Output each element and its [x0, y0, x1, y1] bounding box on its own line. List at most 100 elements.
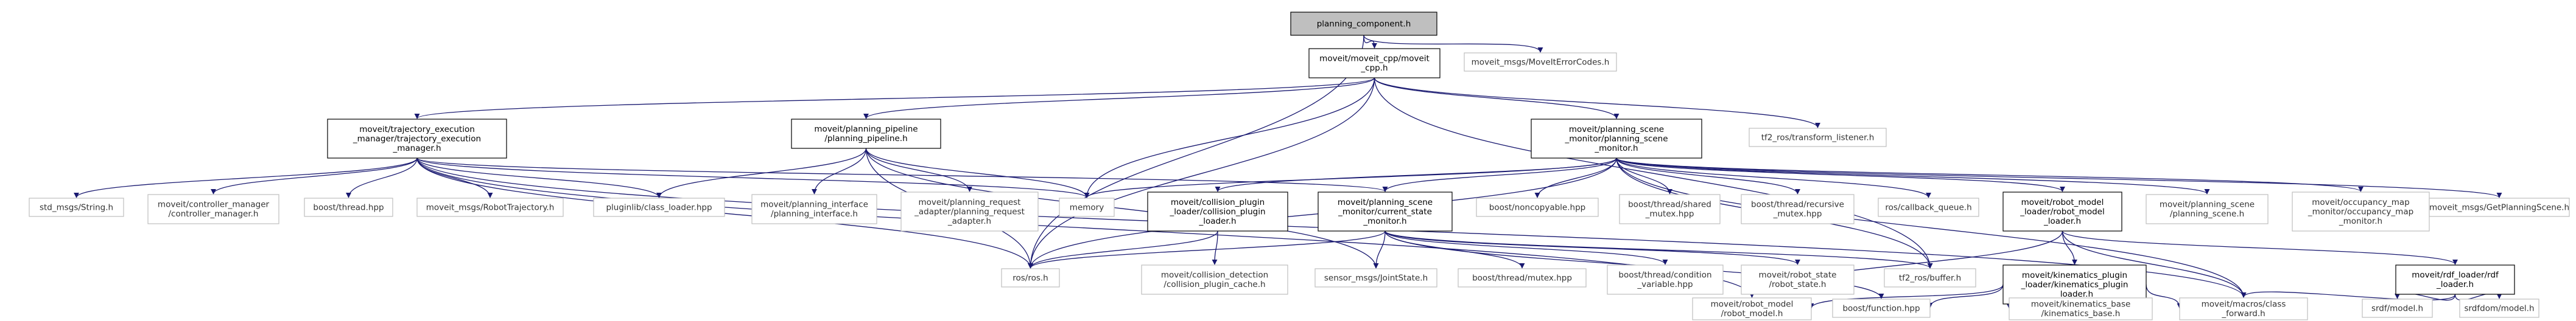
node-label: moveit/planning_request	[919, 198, 1021, 207]
node-label: /collision_plugin_cache.h	[1163, 280, 1265, 289]
node-box	[1314, 268, 1437, 288]
edge-moveit-cpp-to-tem	[414, 77, 1375, 119]
node-label: /robot_state.h	[1769, 280, 1827, 289]
node-box	[1531, 119, 1702, 159]
node-box	[751, 194, 877, 224]
node-label: /robot_model.h	[1721, 309, 1783, 319]
node-rml[interactable]: moveit/robot_model_loader/robot_model_lo…	[2002, 192, 2122, 232]
node-label: moveit/robot_model	[2021, 198, 2104, 207]
node-label: ros/ros.h	[1013, 273, 1048, 283]
node-csm[interactable]: moveit/planning_scene_monitor/current_st…	[1318, 192, 1453, 232]
edge-tem-to-std-string	[74, 157, 418, 198]
node-label: ros/callback_queue.h	[1885, 202, 1971, 212]
edge-root-to-errcodes	[1363, 35, 1543, 53]
node-label: _adapter.h	[947, 216, 991, 226]
node-box	[327, 119, 507, 159]
edge-tem-to-robot-traj	[416, 157, 493, 198]
edge-root-to-ros	[1027, 35, 1364, 269]
node-label: std_msgs/String.h	[40, 202, 113, 212]
edge-kpl-to-boost-function	[1927, 284, 2004, 308]
node-label: boost/function.hpp	[1842, 303, 1920, 313]
node-box	[2146, 194, 2269, 224]
node-label: /planning_pipeline.h	[824, 134, 907, 143]
edge-psm-to-class-fwd	[1616, 157, 2247, 298]
edge-csm-to-jointstate	[1373, 230, 1386, 269]
node-label: moveit_msgs/RobotTrajectory.h	[426, 202, 555, 212]
edge-moveit-cpp-to-tf2-buffer	[1374, 77, 1933, 269]
edge-psm-to-cbqueue	[1616, 157, 1931, 198]
node-label: boost/thread/recursive	[1751, 200, 1844, 210]
node-label: moveit/collision_detection	[1161, 271, 1268, 280]
node-box	[147, 194, 279, 224]
node-label: moveit/planning_scene	[2160, 200, 2255, 210]
edge-psm-to-gps	[1616, 157, 2502, 198]
edge-srdf-loader-to-class-fwd	[2241, 291, 2456, 301]
node-label: pluginlib/class_loader.hpp	[606, 202, 712, 212]
node-recursive-mutex: boost/thread/recursive_mutex.hpp	[1741, 194, 1855, 224]
node-moveit-cpp[interactable]: moveit/moveit_cpp/moveit_cpp.h	[1308, 48, 1441, 78]
edge-kpl-to-class-fwd	[2146, 284, 2183, 309]
node-box	[1476, 198, 1599, 217]
edge-root-to-moveit-cpp	[1363, 35, 1378, 49]
node-box	[2459, 299, 2539, 318]
node-cbqueue: ros/callback_queue.h	[1878, 198, 1979, 217]
node-srdf-model: srdf/model.h	[2362, 299, 2433, 318]
node-label: /planning_scene.h	[2170, 209, 2244, 219]
node-label: moveit/trajectory_execution	[359, 125, 475, 134]
node-label: moveit/rdf_loader/rdf	[2412, 271, 2499, 280]
node-srdf-loader[interactable]: moveit/rdf_loader/rdf_loader.h	[2395, 264, 2515, 295]
node-cond-var: boost/thread/condition_variable.hpp	[1607, 264, 1724, 295]
node-box	[593, 198, 725, 217]
node-box	[1458, 268, 1587, 288]
node-box	[2009, 297, 2153, 320]
node-pi: moveit/planning_interface/planning_inter…	[751, 194, 877, 224]
node-label: _manager/trajectory_execution	[353, 134, 481, 143]
node-label: moveit/planning_scene	[1569, 125, 1664, 134]
edge-tem-to-boost-thread	[345, 157, 418, 198]
node-root[interactable]: planning_component.h	[1290, 12, 1437, 36]
node-box	[1741, 264, 1855, 295]
node-tem[interactable]: moveit/trajectory_execution_manager/traj…	[327, 119, 507, 159]
node-pp[interactable]: moveit/planning_pipeline/planning_pipeli…	[791, 119, 941, 149]
node-cpl[interactable]: moveit/collision_plugin_loader/collision…	[1147, 192, 1288, 232]
node-label: moveit_msgs/GetPlanningScene.h	[2429, 202, 2569, 212]
node-boost-mutex: boost/thread/mutex.hpp	[1458, 268, 1587, 288]
node-box	[1749, 128, 1887, 147]
edge-rml-to-kpl	[2062, 230, 2078, 265]
node-label: _loader/robot_model	[2020, 207, 2104, 216]
edge-pp-to-pra	[865, 148, 973, 192]
node-label: moveit/planning_interface	[760, 200, 868, 210]
node-label: _forward.h	[2221, 309, 2265, 319]
node-robot-traj: moveit_msgs/RobotTrajectory.h	[416, 198, 564, 217]
node-memory: memory	[1059, 198, 1115, 217]
node-box	[304, 198, 393, 217]
edge-psm-to-ps	[1616, 157, 2210, 195]
node-tf2-listener: tf2_ros/transform_listener.h	[1749, 128, 1887, 147]
node-label: memory	[1070, 202, 1104, 212]
node-box	[1001, 268, 1060, 288]
edge-tem-to-ctrl-mgr	[211, 157, 418, 195]
node-label: _cpp.h	[1360, 63, 1388, 73]
node-label: boost/noncopyable.hpp	[1489, 202, 1585, 212]
edge-rml-to-class-fwd	[2062, 230, 2247, 298]
edge-pp-to-jointstate	[865, 148, 1379, 269]
node-psm[interactable]: moveit/planning_scene_monitor/planning_s…	[1531, 119, 1702, 159]
node-label: boost/thread/shared	[1628, 200, 1711, 210]
node-label: boost/thread/mutex.hpp	[1472, 273, 1572, 283]
node-box	[1884, 268, 1976, 288]
node-label: moveit/macros/class	[2202, 300, 2286, 309]
node-kpl[interactable]: moveit/kinematics_plugin_loader/kinemati…	[2002, 264, 2147, 305]
node-box	[1059, 198, 1115, 217]
node-ctrl-mgr: moveit/controller_manager/controller_man…	[147, 194, 279, 224]
node-box	[1692, 297, 1812, 320]
edge-moveit-cpp-to-ros	[1027, 77, 1375, 269]
node-label: moveit/occupancy_map	[2312, 198, 2410, 207]
edge-csm-to-ros	[1028, 230, 1386, 269]
node-label: _monitor.h	[2339, 216, 2382, 226]
edge-psm-to-recursive-mutex	[1616, 157, 1800, 195]
node-label: _monitor/current_state	[1338, 207, 1432, 216]
node-label: _loader.h	[2055, 289, 2093, 299]
node-label: _mutex.hpp	[1773, 209, 1822, 219]
node-label: _monitor.h	[1363, 216, 1406, 226]
node-robot-model: moveit/robot_model/robot_model.h	[1692, 297, 1812, 320]
